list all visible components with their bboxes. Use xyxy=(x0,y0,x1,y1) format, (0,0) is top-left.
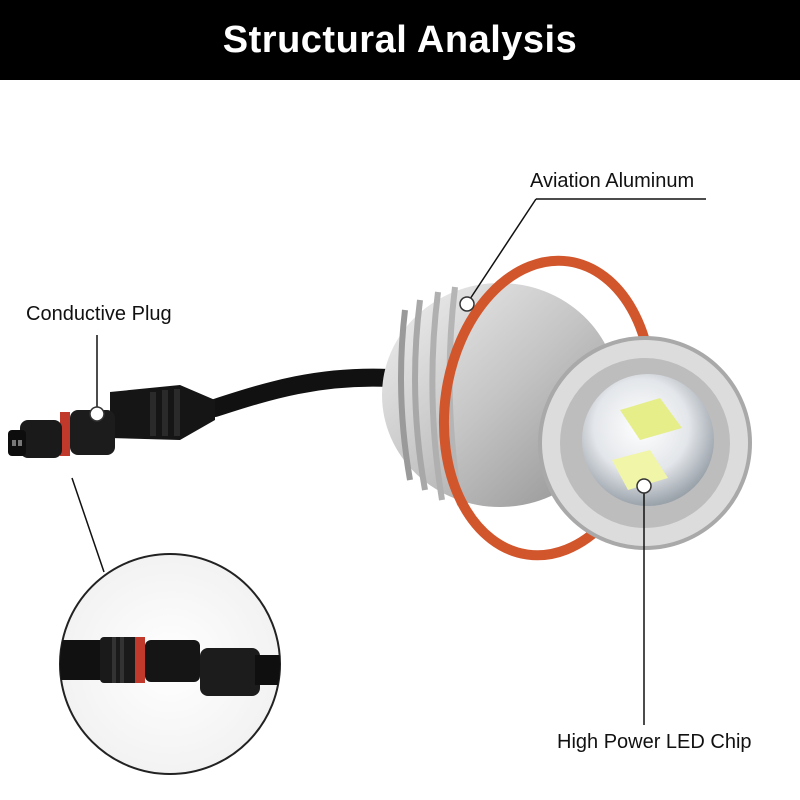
lens-assembly xyxy=(538,336,752,550)
title-bar: Structural Analysis xyxy=(0,0,800,80)
callout-label-led-chip: High Power LED Chip xyxy=(557,731,752,753)
callout-dot-aluminum xyxy=(459,296,475,312)
callout-dot-led xyxy=(636,478,652,494)
plug-zoom-inset xyxy=(59,553,281,775)
page-title: Structural Analysis xyxy=(222,18,578,61)
conductive-plug xyxy=(8,385,215,458)
callout-dot-plug xyxy=(89,406,105,422)
callout-label-aviation-aluminum: Aviation Aluminum xyxy=(530,170,695,192)
power-cable xyxy=(206,368,399,417)
zoom-connector xyxy=(71,477,105,573)
callout-label-conductive-plug: Conductive Plug xyxy=(26,303,172,325)
